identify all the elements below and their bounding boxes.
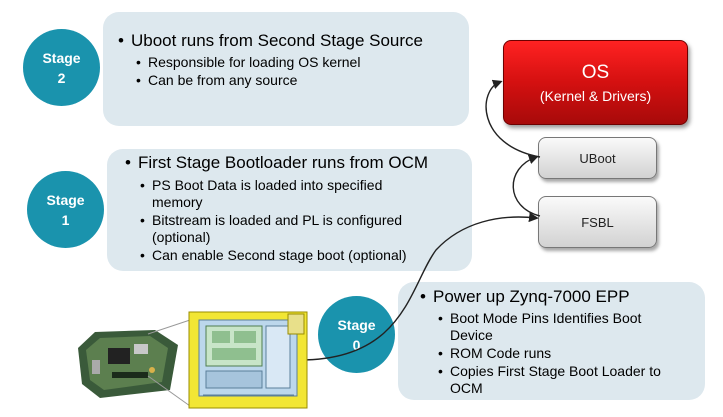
stage1-circle-label: Stage [46,191,85,208]
stage1-circle-number: 1 [61,211,70,228]
stage2-circle-number: 2 [57,69,66,86]
arrow-chip-to-fsbl [299,212,539,361]
os-box: OS (Kernel & Drivers) [503,40,688,125]
stage2-bullet: Uboot runs from Second Stage Source [118,31,423,51]
stage0-bullet: Power up Zynq-7000 EPP [420,287,630,307]
stage2-sub-1: Responsible for loading OS kernel [136,54,448,71]
stage1-circle: Stage 1 [27,171,104,248]
os-title: OS [581,61,610,83]
arrow-uboot-to-os [485,79,541,158]
fsbl-box: FSBL [538,196,657,248]
arrow-fsbl-to-uboot [512,154,541,217]
stage0-sub-1: Boot Mode Pins Identifies Boot Device [438,310,675,344]
stage2-circle: Stage 2 [23,29,100,106]
stage0-sub-3: Copies First Stage Boot Loader to OCM [438,363,690,397]
stage0-sub-2: ROM Code runs [438,345,690,362]
stage2-circle-label: Stage [42,49,81,66]
stage1-bullet: First Stage Bootloader runs from OCM [125,153,428,173]
dev-board-image [78,330,178,398]
stage1-sub-3: Can enable Second stage boot (optional) [140,247,462,264]
stage2-sub-2: Can be from any source [136,72,448,89]
os-subtitle: (Kernel & Drivers) [539,87,652,104]
stage1-sub-1: PS Boot Data is loaded into specified me… [140,177,422,211]
soc-block-diagram-image [188,311,308,409]
stage0-circle-label: Stage [337,316,376,333]
stage1-sub-2: Bitstream is loaded and PL is configured… [140,212,452,246]
uboot-box: UBoot [538,137,657,179]
stage0-circle-number: 0 [352,336,361,353]
